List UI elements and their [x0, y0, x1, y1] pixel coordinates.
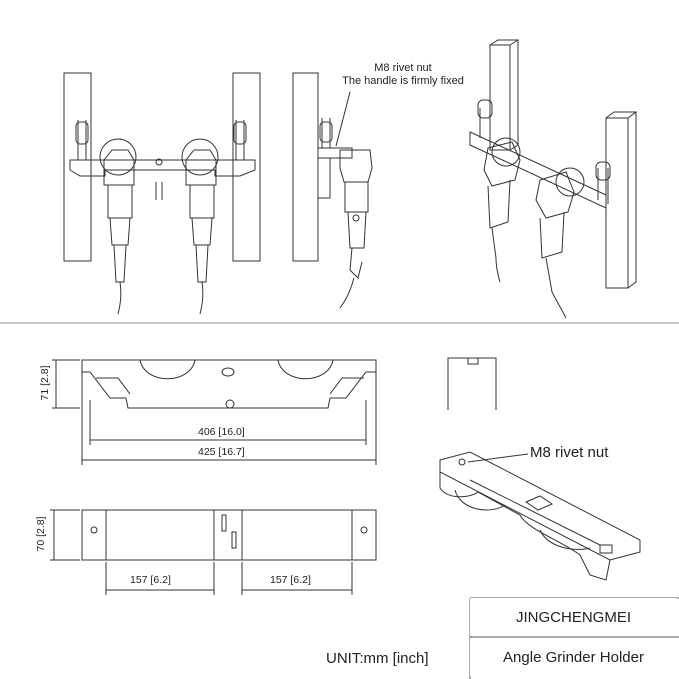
rivet-note-line1: M8 rivet nut [374, 62, 432, 74]
dim-overall-width: 425 [16.7] [198, 446, 245, 458]
units-label: UNIT:mm [inch] [326, 650, 429, 667]
dim-spacing-right: 157 [6.2] [270, 574, 311, 586]
title-brand-cell: JINGCHENGMEI [470, 598, 677, 636]
front-elevation [52, 359, 377, 465]
rivet-note-line2: The handle is firmly fixed [342, 75, 464, 87]
dim-inner-width: 406 [16.0] [198, 426, 245, 438]
isometric-view-mounted [469, 39, 637, 319]
rivet-note-top: M8 rivet nut The handle is firmly fixed [328, 62, 478, 88]
dim-height-top: 70 [2.8] [35, 516, 47, 552]
top-view [50, 509, 377, 595]
isometric-bracket [439, 451, 641, 581]
front-view-mounted [63, 72, 261, 315]
side-section [447, 357, 497, 410]
side-view-mounted [292, 72, 373, 309]
brand-name: JINGCHENGMEI [515, 608, 631, 626]
product-name: Angle Grinder Holder [503, 648, 644, 666]
title-product-cell: Angle Grinder Holder [470, 638, 677, 676]
rivet-note-iso: M8 rivet nut [530, 444, 609, 461]
dim-height-front: 71 [2.8] [39, 365, 51, 401]
dim-spacing-left: 157 [6.2] [130, 574, 171, 586]
